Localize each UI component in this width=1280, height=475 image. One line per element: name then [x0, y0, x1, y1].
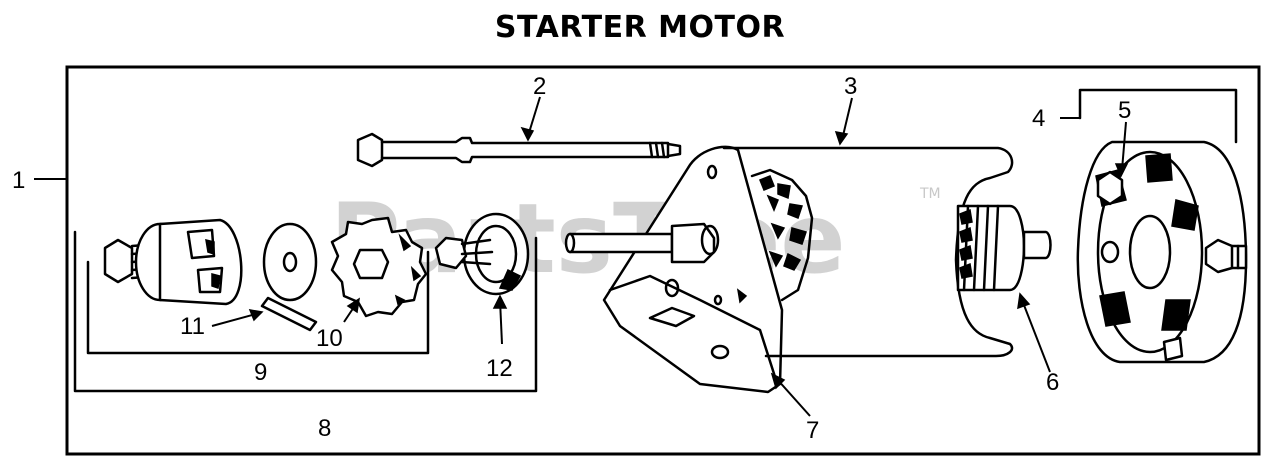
callout-2: 2 — [533, 73, 546, 100]
callout-7: 7 — [806, 417, 819, 444]
diagram-title: STARTER MOTOR — [494, 10, 786, 45]
callout-10: 10 — [316, 325, 343, 352]
watermark-trademark: TM — [919, 186, 941, 202]
bracket-4 — [1078, 88, 1238, 144]
through-bolt — [356, 132, 682, 168]
callout-9: 9 — [254, 359, 267, 386]
drive-collar-assembly — [103, 218, 243, 306]
pinion-gear — [330, 216, 428, 318]
callout-8: 8 — [318, 415, 331, 442]
end-head-brush-plate — [1076, 140, 1248, 364]
callout-7-leader — [775, 377, 811, 417]
drive-end-housing — [564, 145, 814, 394]
callout-11: 11 — [180, 313, 205, 340]
roll-pin — [260, 296, 318, 332]
callout-11-leader — [211, 313, 257, 327]
callout-1: 1 — [12, 167, 25, 194]
callout-6-leader — [1021, 299, 1051, 373]
commutator — [956, 204, 1052, 292]
callout-4: 4 — [1032, 105, 1045, 132]
callout-5: 5 — [1118, 97, 1131, 124]
callout-12: 12 — [486, 355, 513, 382]
callout-5-leader — [1121, 121, 1127, 171]
bracket-8 — [73, 230, 538, 393]
field-frame — [722, 146, 1014, 358]
assembly-frame — [65, 65, 1261, 456]
callout-6: 6 — [1046, 369, 1059, 396]
stop-nut — [434, 212, 530, 296]
washer — [262, 222, 318, 302]
callout-3: 3 — [844, 73, 857, 100]
bracket-9 — [86, 250, 430, 355]
